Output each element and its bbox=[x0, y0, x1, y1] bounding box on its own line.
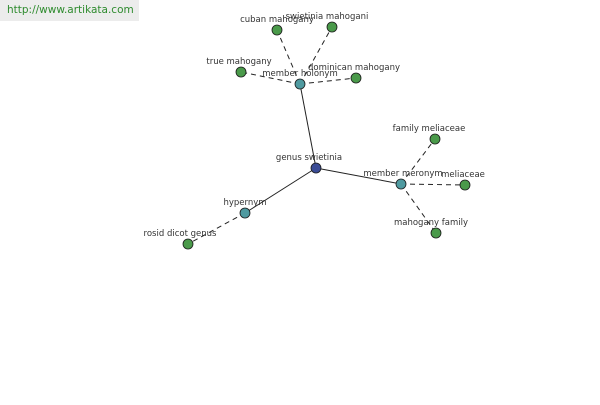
label-dominican-mahogany: dominican mahogany bbox=[308, 63, 400, 73]
node-meliaceae[interactable] bbox=[459, 179, 471, 191]
node-dominican-mahogany[interactable] bbox=[350, 72, 362, 84]
edge-holonym-cuban-mahogany bbox=[276, 29, 301, 85]
edge-hypernym-rosid-dicot-genus bbox=[187, 212, 246, 245]
edge-holonym-true-mahogany bbox=[240, 71, 301, 85]
label-mahogany-family: mahogany family bbox=[394, 218, 468, 228]
edge-meronym-mahogany-family bbox=[400, 183, 437, 234]
node-center[interactable] bbox=[310, 162, 322, 174]
label-member-meronym: member meronym bbox=[363, 169, 442, 179]
label-swietinia-mahogani: swietinia mahogani bbox=[286, 12, 369, 22]
node-true-mahogany[interactable] bbox=[235, 66, 247, 78]
label-cuban-mahogany: cuban mahogany bbox=[240, 15, 314, 25]
edge-holonym-dominican-mahogany bbox=[299, 77, 357, 85]
edge-meronym-family-meliaceae bbox=[400, 138, 436, 185]
label-hypernym: hypernym bbox=[223, 198, 266, 208]
node-family-meliaceae[interactable] bbox=[429, 133, 441, 145]
node-cuban-mahogany[interactable] bbox=[271, 24, 283, 36]
node-hypernym[interactable] bbox=[239, 207, 251, 219]
edge-holonym-swietinia-mahogani bbox=[299, 26, 333, 85]
edge-meronym-meliaceae bbox=[400, 183, 466, 186]
node-rosid-dicot-genus[interactable] bbox=[182, 238, 194, 250]
node-mahogany-family[interactable] bbox=[430, 227, 442, 239]
label-meliaceae: meliaceae bbox=[441, 170, 485, 180]
node-swietinia-mahogani[interactable] bbox=[326, 21, 338, 33]
label-rosid-dicot-genus: rosid dicot genus bbox=[144, 229, 217, 239]
edge-center-member-meronym bbox=[315, 167, 402, 185]
label-family-meliaceae: family meliaceae bbox=[393, 124, 466, 134]
label-member-holonym: member holonym bbox=[262, 69, 337, 79]
node-member-meronym[interactable] bbox=[395, 178, 407, 190]
node-member-holonym[interactable] bbox=[294, 78, 306, 90]
edge-center-member-holonym bbox=[299, 83, 317, 169]
source-banner: http://www.artikata.com bbox=[0, 0, 139, 21]
source-url-link[interactable]: http://www.artikata.com bbox=[7, 4, 134, 16]
label-center: genus swietinia bbox=[276, 153, 342, 163]
label-true-mahogany: true mahogany bbox=[206, 57, 271, 67]
edge-center-hypernym bbox=[244, 167, 317, 214]
